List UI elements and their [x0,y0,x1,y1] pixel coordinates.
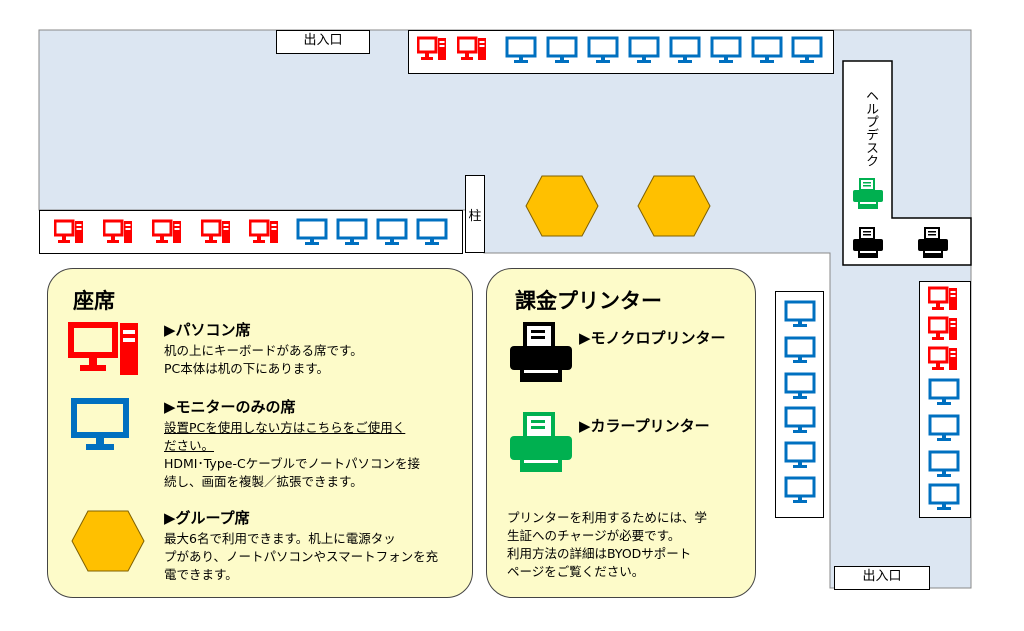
seats-legend-title: 座席 [73,289,115,313]
group-seat-desc-line: 最大6名で利用できます。机上に電源タッ [164,531,396,546]
hexagon-icon [71,510,145,572]
middle-vertical-desk [775,291,824,518]
monitor-icon [71,398,129,450]
printer-legend-title: 課金プリンター [515,289,662,313]
monitor-icon [784,336,816,363]
monitor-icon [669,36,701,63]
monitor-icon [336,218,368,245]
color-printer-icon [853,178,883,209]
desktop-pc-icon [928,286,957,310]
printer-note-line: 利用方法の詳細はBYODサポート [507,546,692,561]
help-desk [842,60,972,266]
top-desk-row [408,30,834,74]
monitor-icon [628,36,660,63]
hexagon-icon [525,175,599,237]
color-printer-label: ▶カラープリンター [579,417,710,435]
desktop-pc-icon [152,219,181,243]
monitor-seat-desc-line: 設置PCを使用しない方はこちらをご使用く [164,420,406,435]
printer-legend-panel: 課金プリンター ▶モノクロプリンター ▶カラープリンター プリンターを利用するた… [486,268,756,598]
monitor-icon [710,36,742,63]
monitor-icon [376,218,408,245]
monitor-icon [791,36,823,63]
desktop-pc-icon [928,316,957,340]
monitor-icon [928,414,960,441]
pc-seat-heading: ▶パソコン席 [164,321,251,339]
desktop-pc-icon [201,219,230,243]
monitor-seat-desc-line: ださい。 [164,438,215,453]
group-seat-heading: ▶グループ席 [164,509,250,527]
pc-seat-description: 机の上にキーボードがある席です。 PC本体は机の下にあります。 [164,342,464,378]
monitor-icon [587,36,619,63]
monitor-seat-desc-line: HDMI･Type-Cケーブルでノートパソコンを接 [164,456,420,471]
entrance-top: 出入口 [276,30,370,54]
help-desk-label: ヘルプデスク [863,89,878,167]
printer-icon [918,227,948,258]
monitor-icon [784,300,816,327]
printer-note: プリンターを利用するためには、学 生証へのチャージが必要です。 利用方法の詳細は… [507,509,747,581]
monitor-icon [784,372,816,399]
monitor-seat-desc-line: 続し、画面を複製／拡張できます。 [164,474,363,489]
monitor-icon [784,441,816,468]
pc-seat-desc-line: 机の上にキーボードがある席です。 [164,343,363,358]
desktop-pc-icon [54,219,83,243]
group-seat-desc-line: 電できます。 [164,567,238,582]
group-seat-desc-line: プがあり、ノートパソコンやスマートフォンを充 [164,549,439,564]
pc-seat-desc-line: PC本体は机の下にあります。 [164,361,330,376]
printer-note-line: プリンターを利用するためには、学 [507,510,708,525]
monitor-icon [546,36,578,63]
entrance-bottom: 出入口 [834,566,930,590]
printer-note-line: 生証へのチャージが必要です。 [507,528,681,543]
desktop-pc-icon [417,36,446,60]
monitor-seat-heading: ▶モニターのみの席 [164,398,296,416]
desktop-pc-icon [103,219,132,243]
right-vertical-desk [919,281,971,518]
mono-printer-label: ▶モノクロプリンター [579,329,726,347]
printer-icon [510,322,572,382]
monitor-icon [416,218,448,245]
left-desk-row [39,210,463,254]
group-seat-description: 最大6名で利用できます。机上に電源タッ プがあり、ノートパソコンやスマートフォン… [164,530,470,584]
monitor-icon [751,36,783,63]
monitor-icon [784,476,816,503]
monitor-icon [928,483,960,510]
desktop-pc-icon [928,346,957,370]
monitor-icon [928,450,960,477]
monitor-icon [296,218,328,245]
printer-icon [853,227,883,258]
hexagon-icon [637,175,711,237]
desktop-pc-icon [68,322,138,375]
printer-note-line: ページをご覧ください。 [507,564,645,579]
monitor-icon [784,406,816,433]
desktop-pc-icon [457,36,486,60]
seats-legend-panel: 座席 ▶パソコン席 机の上にキーボードがある席です。 PC本体は机の下にあります… [47,268,473,598]
pillar: 柱 [465,175,485,253]
monitor-icon [928,378,960,405]
monitor-icon [505,36,537,63]
color-printer-icon [510,412,572,472]
monitor-seat-description: 設置PCを使用しない方はこちらをご使用く ださい。 HDMI･Type-Cケーブ… [164,419,470,491]
desktop-pc-icon [249,219,278,243]
